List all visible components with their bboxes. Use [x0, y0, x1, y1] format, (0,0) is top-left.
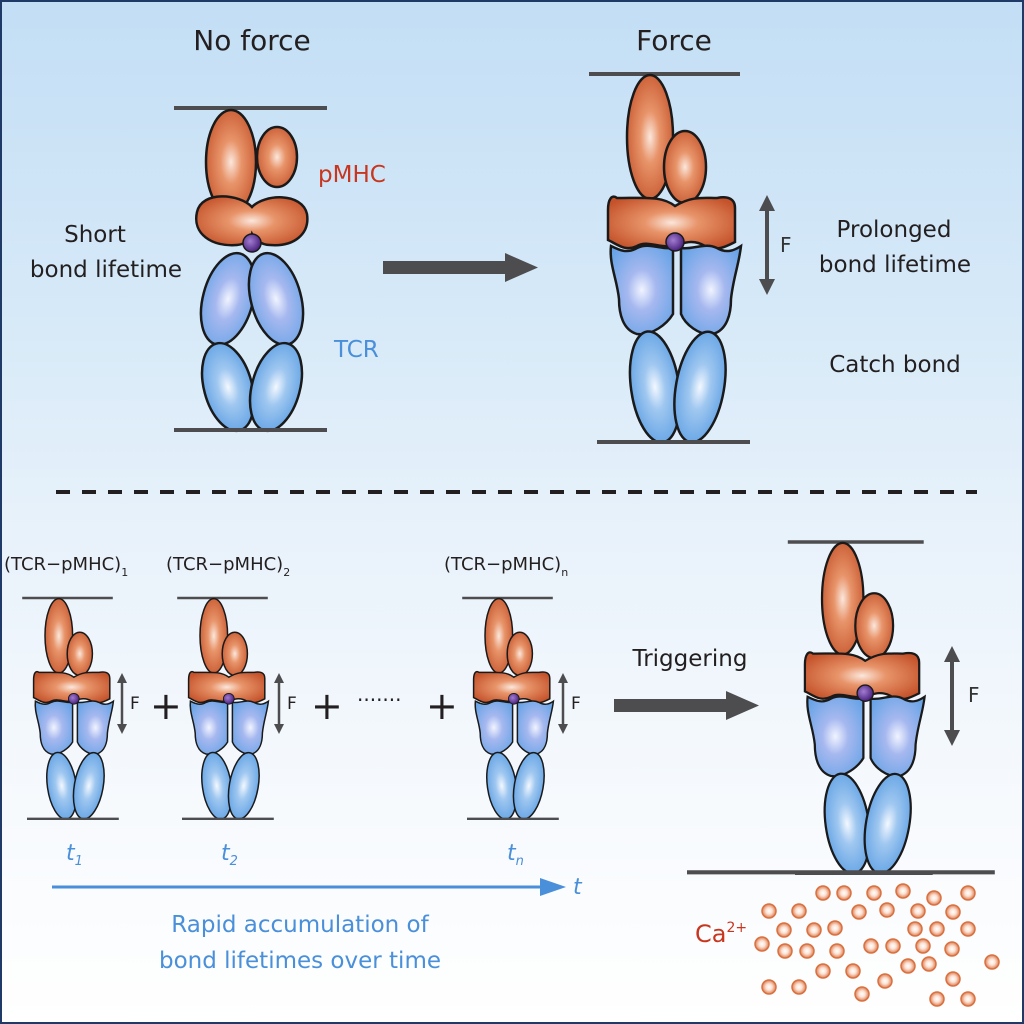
calcium-ion	[799, 943, 815, 959]
short-lifetime-line-2: bond lifetime	[30, 257, 182, 283]
calcium-ion	[945, 904, 961, 920]
tcr-label: TCR	[333, 337, 379, 363]
transition-arrow	[383, 253, 538, 282]
plus-operator-2: +	[311, 684, 343, 728]
prolonged-lifetime-line-2: bond lifetime	[819, 252, 971, 278]
calcium-ion	[827, 920, 843, 936]
pmhc-beta2m-domain	[255, 125, 299, 189]
calcium-ion	[895, 883, 911, 899]
calcium-ion	[929, 991, 945, 1007]
triggering-arrow	[614, 691, 759, 720]
catch-bond-label: Catch bond	[829, 352, 961, 378]
calcium-ion	[777, 943, 793, 959]
complex-n: (TCR−pMHC)n F tn	[444, 554, 581, 869]
calcium-ion	[836, 885, 852, 901]
force-title: Force	[636, 24, 712, 57]
calcium-ion	[863, 938, 879, 954]
complex-2-force-symbol: F	[287, 694, 297, 714]
calcium-ion	[791, 979, 807, 995]
complex-n-structure	[461, 596, 560, 823]
complex-2-structure	[175, 596, 275, 823]
complex-2: (TCR−pMHC)2 F t2	[166, 554, 297, 869]
calcium-ion	[754, 936, 770, 952]
calcium-ion	[929, 921, 945, 937]
triggering-label: Triggering	[632, 646, 748, 672]
calcium-ion	[907, 921, 923, 937]
calcium-ion	[944, 941, 960, 957]
complex-1-label: (TCR−pMHC)1	[4, 554, 128, 579]
tcr-lower-right-domain	[248, 341, 304, 433]
complex-1: (TCR−pMHC)1 F t1	[4, 554, 140, 869]
force-panel: Force F Prolonged bond lifetime Catch bo…	[587, 24, 971, 449]
accumulation-panel: (TCR−pMHC)1 F t1 + (TCR−pMHC)2 F t2 + ··…	[4, 554, 583, 974]
calcium-ion	[900, 958, 916, 974]
calcium-ion	[806, 922, 822, 938]
calcium-ion	[960, 921, 976, 937]
triggering-panel: Triggering F Ca2+	[614, 540, 1000, 1007]
calcium-ion	[845, 963, 861, 979]
time-axis: t	[52, 875, 583, 900]
calcium-ion	[984, 954, 1000, 970]
triggered-complex	[686, 540, 995, 879]
triggered-force-symbol: F	[968, 683, 980, 707]
prolonged-lifetime-line-1: Prolonged	[837, 217, 952, 243]
calcium-ion	[910, 903, 926, 919]
ellipsis-dots: ·······	[357, 688, 402, 712]
calcium-ion	[879, 902, 895, 918]
calcium-ion	[761, 979, 777, 995]
triggered-complex-structure	[785, 540, 935, 879]
complex-n-time: tn	[507, 841, 524, 869]
bond-site-dot	[242, 233, 262, 253]
force-complex	[587, 72, 752, 449]
calcium-ion	[815, 963, 831, 979]
calcium-ion	[960, 991, 976, 1007]
complex-1-structure	[20, 596, 121, 823]
complex-2-label: (TCR−pMHC)2	[166, 554, 290, 579]
calcium-ion	[854, 986, 870, 1002]
calcium-label: Ca2+	[695, 920, 747, 948]
calcium-ion	[761, 903, 777, 919]
complex-1-force-symbol: F	[130, 694, 140, 714]
calcium-ion	[877, 973, 893, 989]
complex-1-time: t1	[66, 841, 83, 869]
calcium-ion	[829, 943, 845, 959]
complex-n-label: (TCR−pMHC)n	[444, 554, 568, 579]
time-axis-label: t	[573, 875, 583, 900]
pmhc-label: pMHC	[318, 162, 386, 188]
plus-operator-1: +	[150, 684, 182, 728]
complex-2-time: t2	[221, 841, 238, 869]
calcium-ion	[915, 938, 931, 954]
calcium-ion	[815, 885, 831, 901]
calcium-ion	[776, 922, 792, 938]
calcium-ion	[851, 904, 867, 920]
short-lifetime-line-1: Short	[64, 222, 126, 248]
complex-n-force-symbol: F	[571, 694, 581, 714]
calcium-ion	[960, 885, 976, 901]
calcium-ions	[754, 883, 1000, 1007]
no-force-title: No force	[193, 24, 310, 57]
calcium-ion	[945, 971, 961, 987]
caption-line-1: Rapid accumulation of	[171, 912, 429, 938]
no-force-panel: No force pMHC TCR Short bond lifetime	[30, 24, 386, 433]
calcium-ion	[921, 956, 937, 972]
no-force-complex	[174, 106, 327, 433]
plus-operator-3: +	[426, 684, 458, 728]
force-symbol: F	[780, 233, 792, 257]
calcium-ion	[885, 938, 901, 954]
calcium-ion	[866, 885, 882, 901]
calcium-ion	[791, 903, 807, 919]
caption-line-2: bond lifetimes over time	[159, 948, 441, 974]
calcium-ion	[926, 890, 942, 906]
